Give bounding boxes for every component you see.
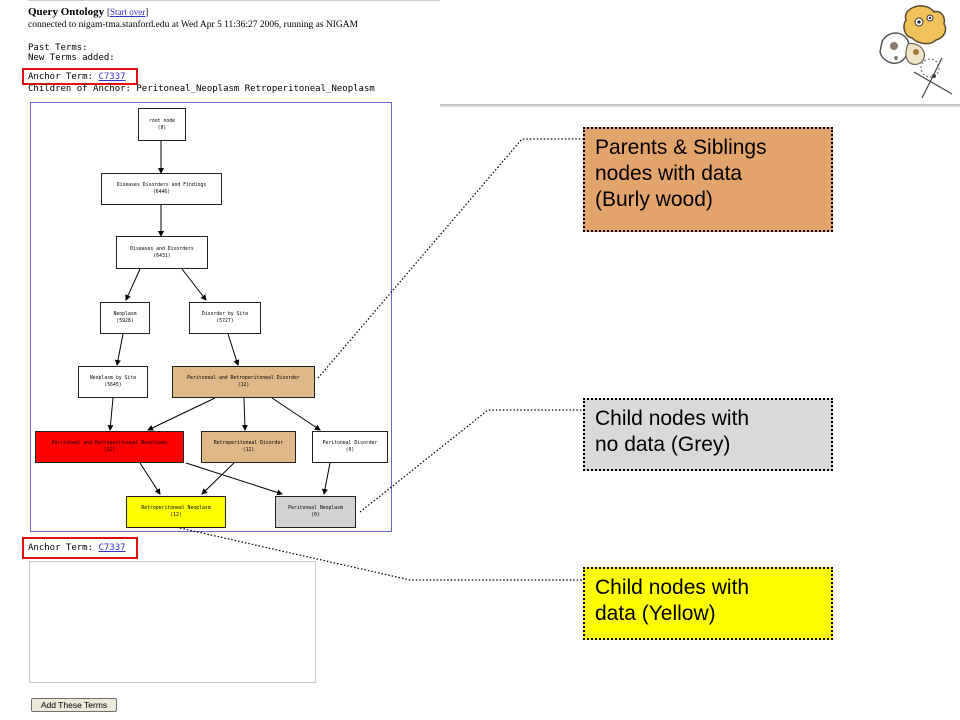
top-divider xyxy=(28,0,440,1)
node-pd-count: (0) xyxy=(345,448,355,453)
children-label: Children of Anchor: xyxy=(28,84,131,94)
anchor-term-link[interactable]: C7337 xyxy=(98,72,126,82)
ontology-graph xyxy=(30,102,392,532)
node-peritoneal-retroperitoneal-disorder: Peritoneal and Retroperitoneal Disorder (… xyxy=(172,366,315,398)
anchor-highlight-box xyxy=(22,68,138,85)
node-disorder-by-site: Disorder by Site (5727) xyxy=(189,302,261,334)
node-dbs-label: Disorder by Site xyxy=(201,312,249,317)
node-ddf-count: (6446) xyxy=(152,190,171,195)
bottom-anchor-link[interactable]: C7337 xyxy=(98,543,126,553)
children-of-anchor-row: Children of Anchor: Peritoneal_Neoplasm … xyxy=(28,84,375,94)
node-peritoneal-disorder: Peritoneal Disorder (0) xyxy=(312,431,388,463)
callout-grey: Child nodes with no data (Grey) xyxy=(583,398,833,471)
start-over-bracket-close: ] xyxy=(145,7,149,17)
bottom-anchor-highlight-box xyxy=(22,537,138,559)
callout-yellow-line-1: Child nodes with xyxy=(595,576,750,599)
start-over-bracket-open: [ xyxy=(107,7,110,17)
callout-yellow: Child nodes with data (Yellow) xyxy=(583,567,833,640)
past-terms-label: Past Terms: xyxy=(28,43,88,53)
node-dbs-count: (5727) xyxy=(216,319,234,324)
node-nbs-label: Neoplasm by Site xyxy=(89,376,137,381)
node-root-label: root node xyxy=(149,118,175,124)
node-prd-count: (12) xyxy=(237,383,250,388)
node-root-count: (0) xyxy=(157,125,167,131)
bottom-anchor-term-row: Anchor Term: C7337 xyxy=(28,543,126,553)
node-ddf-label: Diseases Disorders and Findings xyxy=(116,183,207,188)
mascot-logo-icon xyxy=(879,5,953,99)
node-peritoneal-neoplasm: Peritoneal Neoplasm (0) xyxy=(275,496,356,528)
children-values: Peritoneal_Neoplasm Retroperitoneal_Neop… xyxy=(136,84,375,94)
terms-textarea[interactable] xyxy=(29,561,316,683)
callout-burly-line-2: nodes with data xyxy=(595,162,743,185)
new-terms-label: New Terms added: xyxy=(28,53,115,63)
node-diseases-disorders-findings: Diseases Disorders and Findings (6446) xyxy=(101,173,222,205)
anchor-term-row: Anchor Term: C7337 xyxy=(28,72,126,82)
header-rule xyxy=(440,104,960,107)
node-rn-label: Retroperitoneal Neoplasm xyxy=(141,506,211,511)
node-neoplasm: Neoplasm (5928) xyxy=(100,302,150,334)
callout-burly-line-3: (Burly wood) xyxy=(595,188,713,211)
node-retroperitoneal-disorder: Retroperitoneal Disorder (12) xyxy=(201,431,296,463)
node-dd-count: (6431) xyxy=(153,253,171,259)
leader-line-burly xyxy=(317,138,583,379)
node-pn-label: Peritoneal Neoplasm xyxy=(288,506,343,511)
node-prn-label: Peritoneal and Retroperitoneal Neoplasms xyxy=(51,441,168,446)
callout-grey-line-2: no data (Grey) xyxy=(595,433,731,456)
add-these-terms-button[interactable]: Add These Terms xyxy=(31,698,117,712)
callout-yellow-line-2: data (Yellow) xyxy=(595,602,716,625)
node-nbs-count: (5645) xyxy=(104,383,122,388)
leader-line-grey xyxy=(359,409,583,513)
node-retroperitoneal-neoplasm: Retroperitoneal Neoplasm (12) xyxy=(126,496,226,528)
callout-burly-wood: Parents & Siblings nodes with data (Burl… xyxy=(583,127,833,232)
node-peritoneal-retroperitoneal-neoplasms: Peritoneal and Retroperitoneal Neoplasms… xyxy=(35,431,184,463)
node-rd-label: Retroperitoneal Disorder xyxy=(213,441,284,446)
node-rn-count: (12) xyxy=(170,513,182,518)
node-rd-count: (12) xyxy=(242,448,255,453)
callout-burly-line-1: Parents & Siblings xyxy=(595,136,767,159)
connection-info: connected to nigam-tma.stanford.edu at W… xyxy=(28,20,359,30)
node-diseases-and-disorders: Diseases and Disorders(6431) xyxy=(116,236,208,269)
node-prn-count: (12) xyxy=(103,448,116,453)
node-dd-label: Diseases and Disorders xyxy=(130,246,194,252)
node-root: root node(0) xyxy=(138,108,186,141)
anchor-term-label: Anchor Term: xyxy=(28,72,94,82)
start-over-link[interactable]: Start over xyxy=(110,7,146,17)
node-neo-count: (5928) xyxy=(116,319,134,324)
node-pn-count: (0) xyxy=(311,513,320,518)
leader-line-yellow xyxy=(179,527,583,581)
bottom-anchor-label: Anchor Term: xyxy=(28,543,94,553)
start-over: [Start over] xyxy=(107,7,148,17)
page-title: Query Ontology xyxy=(28,6,105,18)
node-neoplasm-by-site: Neoplasm by Site (5645) xyxy=(78,366,148,398)
callout-grey-line-1: Child nodes with xyxy=(595,407,750,430)
node-pd-label: Peritoneal Disorder xyxy=(322,441,378,446)
node-prd-label: Peritoneal and Retroperitoneal Disorder xyxy=(187,376,300,381)
node-neo-label: Neoplasm xyxy=(113,312,137,317)
